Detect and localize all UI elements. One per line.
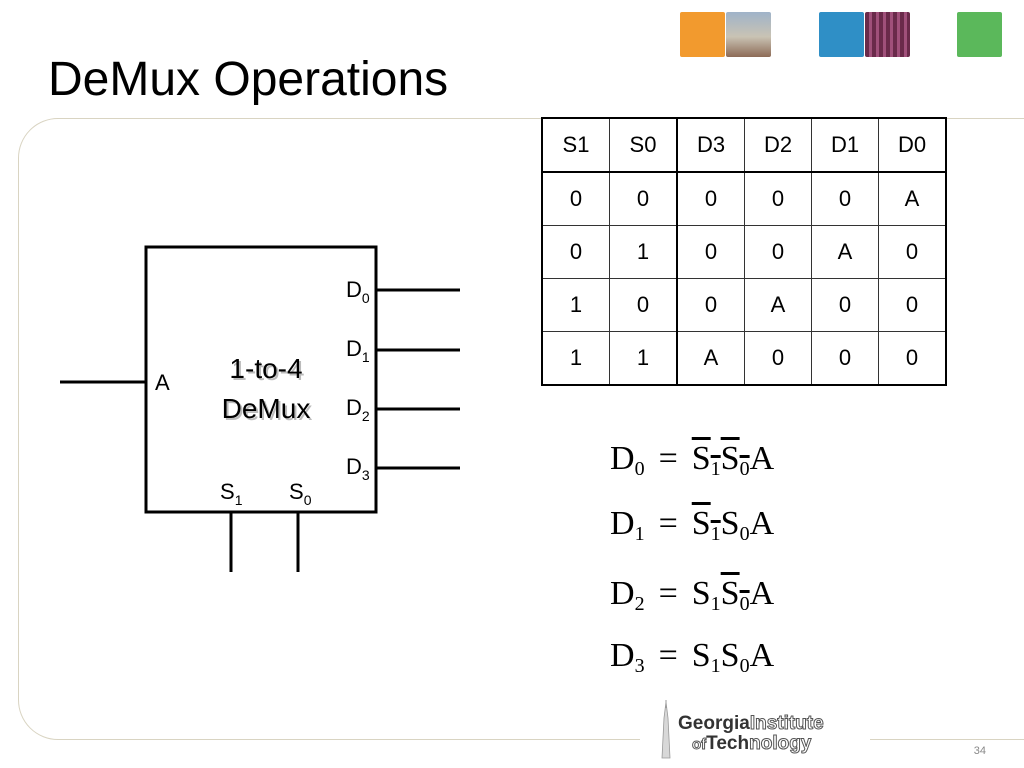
table-row: 1 1 A 0 0 0	[541, 331, 947, 386]
table-cell: 0	[744, 225, 812, 279]
logo-wordmark: GeorgiaInstitute ofTechnology	[678, 713, 824, 755]
slide-title: DeMux Operations	[48, 53, 449, 106]
table-cell: 0	[744, 331, 812, 386]
header-d1: D1	[811, 117, 879, 173]
input-label: A	[155, 370, 170, 395]
blue-tile	[819, 12, 864, 57]
eq-lhs: D1	[610, 505, 645, 545]
table-cell: A	[744, 278, 812, 332]
tower-icon	[661, 701, 671, 759]
table-cell: 0	[811, 331, 879, 386]
table-row: 0 1 0 0 A 0	[541, 225, 947, 279]
table-cell: 0	[878, 278, 947, 332]
eq-equals: =	[658, 575, 678, 612]
header-s1: S1	[541, 117, 610, 173]
block-name-line1: 1-to-4	[229, 353, 302, 384]
table-row: 1 0 0 A 0 0	[541, 278, 947, 332]
table-cell: 0	[878, 225, 947, 279]
table-cell: 0	[541, 225, 610, 279]
photo-tile-building	[726, 12, 771, 57]
header-s0: S0	[609, 117, 678, 173]
eq-term: S0	[720, 505, 750, 545]
table-cell: 0	[878, 331, 947, 386]
logo-institute: Institute	[749, 713, 824, 734]
georgia-tech-logo: GeorgiaInstitute ofTechnology	[640, 700, 870, 760]
truth-table: S1 S0 D3 D2 D1 D0 0 0 0 0 0 A 0 1 0 0 A …	[541, 117, 947, 386]
table-cell: A	[676, 331, 745, 386]
table-cell: 0	[609, 171, 678, 226]
orange-tile	[680, 12, 725, 57]
output-label-d0: D0	[346, 277, 370, 306]
eq-tail: A	[749, 505, 775, 542]
table-cell: 1	[609, 331, 678, 386]
eq-equals: =	[658, 637, 678, 674]
eq-term: S0	[720, 575, 750, 615]
output-label-d3: D3	[346, 454, 370, 483]
table-cell: 1	[541, 331, 610, 386]
eq-lhs: D0	[610, 440, 645, 480]
logo-georgia: Georgia	[678, 713, 750, 734]
block-name-shadow-2: DeMux	[224, 395, 313, 426]
logo-graphic	[640, 700, 870, 760]
table-row: 0 0 0 0 0 A	[541, 171, 947, 226]
content-frame	[18, 118, 1024, 740]
eq-tail: A	[749, 575, 775, 612]
green-tile	[957, 12, 1002, 57]
table-cell: 0	[609, 278, 678, 332]
demux-block	[144, 245, 378, 514]
table-header-row: S1 S0 D3 D2 D1 D0	[541, 117, 947, 173]
equation-d1: D1 = S1S0A	[610, 505, 774, 546]
eq-term: S1	[691, 637, 721, 677]
eq-term: S1	[691, 575, 721, 615]
eq-lhs: D2	[610, 575, 645, 615]
equation-d2: D2 = S1S0A	[610, 575, 774, 616]
table-cell: 0	[744, 171, 812, 226]
table-cell: 0	[811, 171, 879, 226]
eq-tail: A	[749, 440, 775, 477]
table-cell: 1	[609, 225, 678, 279]
table-cell: 0	[811, 278, 879, 332]
photo-tile-circuit	[865, 12, 910, 57]
eq-term: S1	[691, 440, 721, 480]
table-cell: 1	[541, 278, 610, 332]
block-name-shadow-1: 1-to-4	[231, 355, 304, 386]
table-cell: A	[811, 225, 879, 279]
header-d2: D2	[744, 117, 812, 173]
output-label-d1: D1	[346, 336, 370, 365]
logo-nology: nology	[749, 733, 812, 754]
table-cell: 0	[676, 171, 745, 226]
table-cell: 0	[676, 278, 745, 332]
select-label-s1: S1	[220, 479, 243, 508]
logo-of: of	[691, 736, 707, 754]
equation-d3: D3 = S1S0A	[610, 637, 774, 678]
output-label-d2: D2	[346, 395, 370, 424]
eq-equals: =	[658, 505, 678, 542]
eq-lhs: D3	[610, 637, 645, 677]
eq-term: S1	[691, 505, 721, 545]
page-number: 34	[973, 745, 986, 757]
select-labels: S1 S0	[220, 479, 312, 508]
eq-equals: =	[658, 440, 678, 477]
equation-d0: D0 = S1S0A	[610, 440, 774, 481]
eq-tail: A	[749, 637, 775, 674]
header-d3: D3	[676, 117, 745, 173]
eq-term: S0	[720, 637, 750, 677]
header-d0: D0	[878, 117, 947, 173]
eq-term: S0	[720, 440, 750, 480]
logo-tech: Tech	[706, 733, 750, 754]
select-label-s0: S0	[289, 479, 312, 508]
block-name-line2: DeMux	[222, 393, 311, 424]
